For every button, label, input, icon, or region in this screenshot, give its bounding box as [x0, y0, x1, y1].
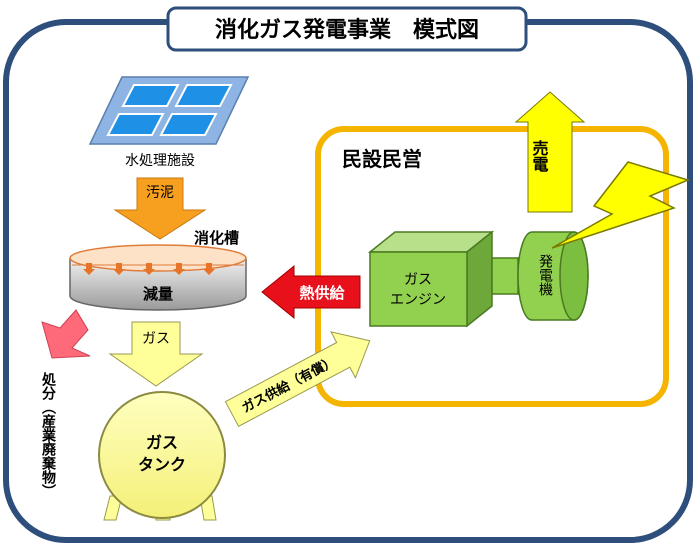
- title-box: [166, 6, 528, 52]
- disposal-label: 処分（産業廃棄物）: [40, 371, 57, 498]
- gas-label: ガス: [142, 331, 170, 347]
- digester-label: 消化槽: [194, 229, 239, 247]
- gas-engine-label-line2: エンジン: [390, 292, 446, 308]
- generator-label: 発電機: [537, 254, 553, 297]
- private-operation-label: 民設民営: [342, 147, 422, 171]
- gas-engine-label-line1: ガス: [404, 272, 432, 288]
- engine-shaft: [491, 257, 519, 295]
- gas-tank-label-line1: ガス: [146, 433, 178, 452]
- heat-supply-arrow: [261, 264, 361, 320]
- disposal-arrow: [41, 309, 91, 359]
- digester-inner-arrows: [83, 263, 215, 275]
- power-sale-arrow: [514, 91, 586, 213]
- gas-arrow: [108, 321, 204, 387]
- reduction-label: 減量: [143, 285, 173, 303]
- gas-engine-icon: [367, 230, 495, 328]
- gas-tank-icon: [98, 391, 226, 521]
- page-title: 消化ガス発電事業 模式図: [215, 17, 479, 43]
- digester-tank-icon: [69, 244, 247, 311]
- power-sale-label: 売電: [530, 139, 549, 173]
- gas-tank-label-line2: タンク: [138, 455, 186, 474]
- generator-icon: [517, 231, 589, 321]
- water-treatment-label: 水処理施設: [125, 153, 195, 169]
- water-treatment-icon: [88, 76, 250, 145]
- sludge-label: 汚泥: [146, 185, 174, 201]
- sludge-arrow: [113, 177, 207, 240]
- lightning-icon: [551, 161, 691, 249]
- heat-supply-label: 熱供給: [299, 284, 345, 302]
